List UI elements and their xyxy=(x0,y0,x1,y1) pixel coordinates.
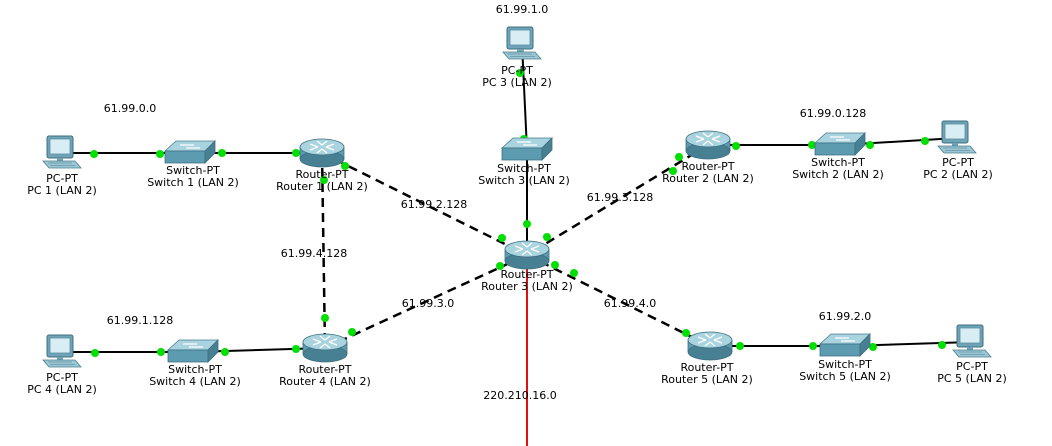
link-r3-r5 xyxy=(526,253,711,348)
port-dot xyxy=(669,167,677,175)
network-label-n_lan1: 61.99.0.0 xyxy=(104,102,156,115)
network-label-n_ext: 220.210.16.0 xyxy=(483,389,556,402)
port-dots-layer xyxy=(90,69,946,357)
port-dot xyxy=(496,262,504,270)
link-r4-r3 xyxy=(324,253,528,350)
switch-sw2-icon[interactable] xyxy=(813,132,866,156)
pc-pc2-icon[interactable] xyxy=(937,120,977,154)
port-dot xyxy=(869,343,877,351)
network-label-n_r3r5: 61.99.4.0 xyxy=(604,297,656,310)
router-r2-icon[interactable] xyxy=(685,130,731,160)
router-r1-icon[interactable] xyxy=(299,138,345,168)
port-dot xyxy=(938,341,946,349)
router-r3-icon[interactable] xyxy=(504,240,550,270)
network-label-n_r1r4: 61.99.4.128 xyxy=(281,247,347,260)
port-dot xyxy=(221,348,229,356)
pc-pc4-icon[interactable] xyxy=(42,334,82,368)
pc-pc1-icon[interactable] xyxy=(42,135,82,169)
port-dot xyxy=(157,348,165,356)
port-dot xyxy=(91,349,99,357)
port-dot xyxy=(808,141,816,149)
port-dot xyxy=(523,220,531,228)
switch-sw5-icon[interactable] xyxy=(818,333,871,357)
port-dot xyxy=(321,314,329,322)
port-dot xyxy=(736,342,744,350)
router-r5-icon[interactable] xyxy=(687,331,733,361)
link-r1-r3 xyxy=(321,151,528,257)
port-dot xyxy=(921,137,929,145)
port-dot xyxy=(341,162,349,170)
port-dot xyxy=(682,329,690,337)
devices-layer xyxy=(42,26,992,368)
port-dot xyxy=(292,149,300,157)
network-label-n_lan3: 61.99.1.0 xyxy=(496,3,548,16)
port-dot xyxy=(551,261,559,269)
port-dot xyxy=(570,269,578,277)
link-r2-r3 xyxy=(526,143,709,257)
network-label-n_lan5: 61.99.2.0 xyxy=(819,310,871,323)
network-label-n_r2r3: 61.99.3.128 xyxy=(587,191,653,204)
port-dot xyxy=(675,153,683,161)
switch-sw3-icon[interactable] xyxy=(500,137,553,161)
link-r1-r4 xyxy=(320,152,327,349)
port-dot xyxy=(732,142,740,150)
port-dot xyxy=(156,150,164,158)
pc-pc5-icon[interactable] xyxy=(952,324,992,358)
port-dot xyxy=(90,150,98,158)
network-label-n_lan2: 61.99.0.128 xyxy=(800,107,866,120)
network-label-n_lan4: 61.99.1.128 xyxy=(107,314,173,327)
network-label-n_r1r3: 61.99.2.128 xyxy=(401,198,467,211)
port-dot xyxy=(292,345,300,353)
port-dot xyxy=(348,328,356,336)
network-label-n_r4r3: 61.99.3.0 xyxy=(402,297,454,310)
port-dot xyxy=(516,69,524,77)
port-dot xyxy=(320,176,328,184)
pc-pc3-icon[interactable] xyxy=(502,26,542,60)
switch-sw4-icon[interactable] xyxy=(166,339,219,363)
port-dot xyxy=(543,233,551,241)
router-r4-icon[interactable] xyxy=(302,333,348,363)
switch-sw1-icon[interactable] xyxy=(163,140,216,164)
port-dot xyxy=(809,342,817,350)
port-dot xyxy=(498,234,506,242)
port-dot xyxy=(218,149,226,157)
link-pc3-sw3 xyxy=(521,43,528,151)
port-dot xyxy=(866,141,874,149)
